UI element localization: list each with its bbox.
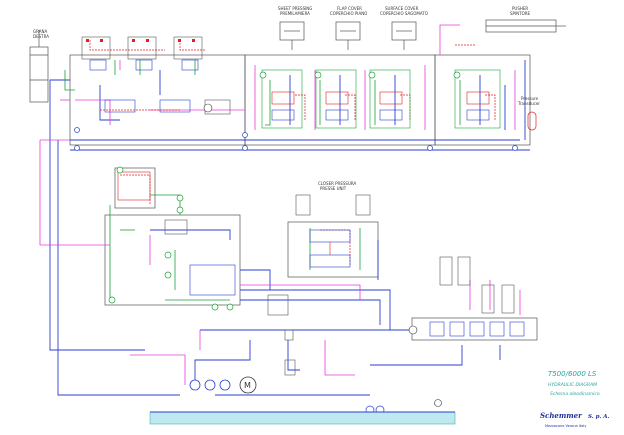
power-unit-components (117, 171, 296, 376)
pump-group (189, 379, 231, 391)
blue-lines (49, 60, 530, 396)
closure-press-label-2: PRESSE UNIT (320, 186, 347, 191)
flap-cover-label-2: COPERCHIO PIANO (330, 11, 367, 16)
pusher-label-2: SPINTORE (510, 11, 530, 16)
middle-valve-stacks (261, 69, 501, 129)
pressure-gauges (203, 103, 442, 407)
left-cylinder (29, 30, 49, 103)
company-brand: Schemmer (540, 411, 583, 420)
cylinder-left-label-1: GRANA (33, 29, 47, 34)
motor-symbol: M (244, 381, 251, 390)
diagram-title-en: HYDRAULIC DIAGRAM (548, 382, 597, 388)
red-lines (89, 40, 496, 265)
pusher-label-1: PUSHER (512, 6, 528, 11)
frame-small-block (114, 167, 156, 209)
pressure-transducer-label-1: Pressure (521, 96, 539, 101)
top-left-valves (81, 36, 231, 115)
diagram-title-it: Schema oleodinamico (550, 391, 600, 397)
lower-right-cylinders (429, 256, 525, 337)
pressure-transducer (527, 111, 537, 131)
sheet-pressing-label-1: SHEET PRESSING (278, 6, 312, 11)
green-lines (64, 60, 461, 301)
oil-tank (149, 411, 456, 425)
top-cylinders (279, 19, 566, 50)
green-markers (108, 71, 461, 311)
frame-power-unit (104, 214, 241, 306)
surface-cover-label-2: COPERCHIO SAGOMATO (380, 11, 428, 16)
model-number: T500/6000 LS (548, 370, 597, 378)
flap-cover-label-1: FLAP COVER (337, 6, 362, 11)
cylinder-left-label-2: DESTRA (33, 34, 49, 39)
sheet-pressing-label-2: PREMILAMIERA (280, 11, 310, 16)
magenta-lines (39, 24, 521, 385)
company-suffix: S. p. A. (588, 414, 610, 420)
closure-press (295, 194, 371, 268)
pressure-transducer-label-2: Transducer (517, 101, 540, 106)
blue-markers (74, 127, 518, 151)
frame-lower-right-manifold (411, 317, 538, 341)
surface-cover-label-1: SURFACE COVER (385, 6, 419, 11)
frame-right-manifold (434, 54, 531, 146)
valve-frames (69, 54, 538, 341)
company-address: Mezzocane Verona Italy (545, 424, 586, 428)
closure-press-label-1: CLOSER PRESSURA (318, 181, 356, 186)
motor (239, 376, 257, 394)
top-left-valve-markers (86, 39, 195, 42)
